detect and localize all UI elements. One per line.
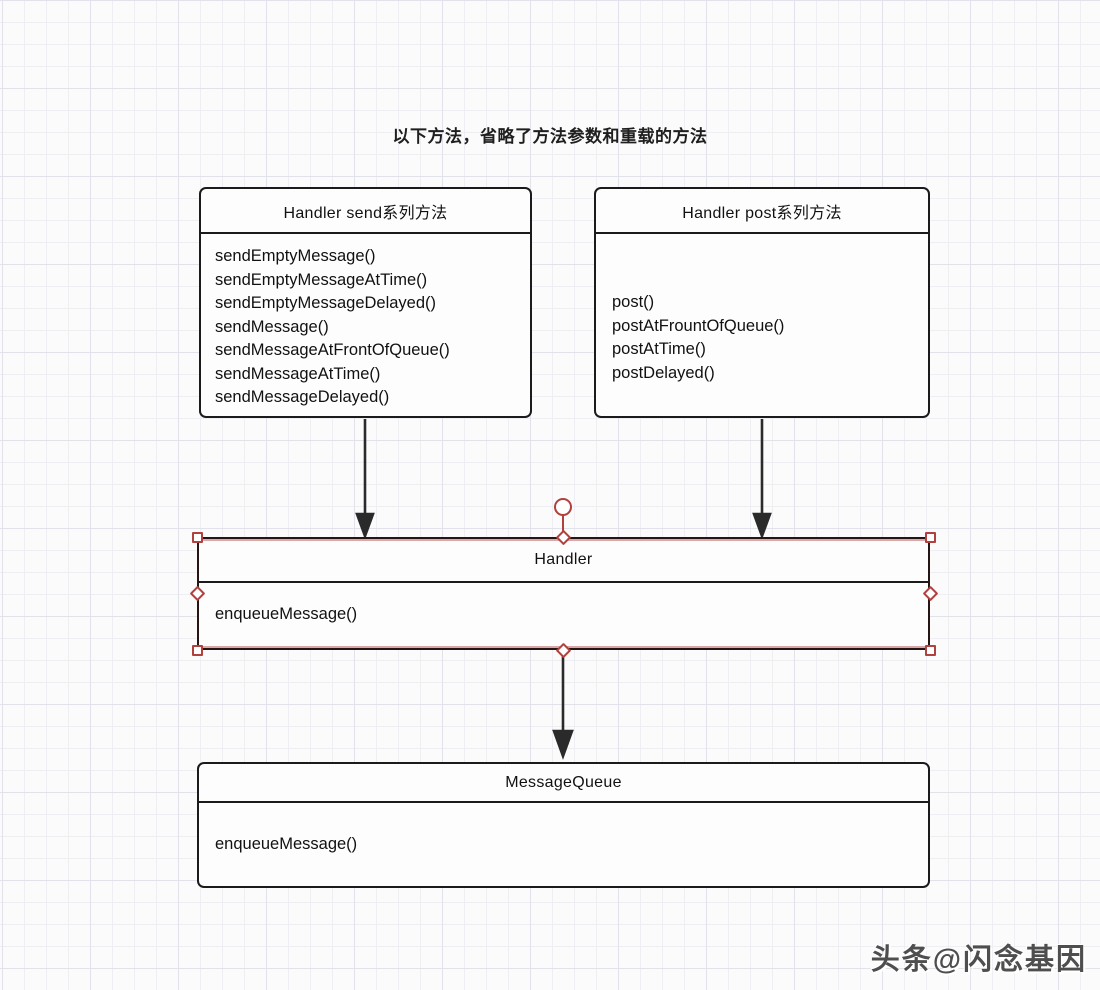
arrow-post-to-handler-head — [752, 512, 772, 540]
arrow-handler-to-queue-head — [552, 729, 574, 760]
selection-handle-bottom-left[interactable] — [191, 644, 203, 656]
message-queue-box-body: enqueueMessage() — [199, 803, 928, 857]
handler-class-box-title: Handler — [199, 539, 928, 583]
method-item: enqueueMessage() — [215, 605, 358, 623]
selection-handle-top-left[interactable] — [191, 531, 203, 543]
post-methods-box-body: post() postAtFrountOfQueue() postAtTime(… — [596, 234, 928, 385]
watermark: 头条@闪念基因 — [870, 944, 1087, 976]
message-queue-box-title: MessageQueue — [199, 764, 928, 803]
rotation-handle-stem — [562, 515, 564, 533]
method-item: postAtFrountOfQueue() — [612, 316, 785, 335]
method-item: sendMessageAtTime() — [215, 364, 381, 383]
post-methods-box-title: Handler post系列方法 — [596, 189, 928, 234]
method-item: post() — [612, 293, 655, 311]
arrow-send-to-handler-head — [355, 512, 375, 540]
handler-class-box[interactable]: Handler enqueueMessage() — [197, 537, 930, 650]
method-item: postAtTime() — [612, 340, 706, 358]
send-methods-box-title: Handler send系列方法 — [201, 189, 530, 234]
method-item: sendMessage() — [215, 317, 329, 336]
selection-handle-bottom-right[interactable] — [924, 644, 936, 656]
handler-class-box-body: enqueueMessage() — [199, 583, 928, 627]
selection-handle-top-right[interactable] — [924, 531, 936, 543]
message-queue-box[interactable]: MessageQueue enqueueMessage() — [197, 762, 930, 888]
send-methods-box-body: sendEmptyMessage() sendEmptyMessageAtTim… — [201, 234, 530, 410]
send-methods-box[interactable]: Handler send系列方法 sendEmptyMessage() send… — [199, 187, 532, 418]
method-item: sendMessageAtFrontOfQueue() — [215, 341, 450, 359]
method-item: sendMessageDelayed() — [215, 388, 390, 406]
method-item: sendEmptyMessageAtTime() — [215, 270, 428, 289]
diagram-note: 以下方法，省略了方法参数和重载的方法 — [392, 127, 708, 146]
method-item: sendEmptyMessage() — [215, 247, 376, 265]
method-item: sendEmptyMessageDelayed() — [215, 294, 437, 312]
method-item: enqueueMessage() — [215, 835, 358, 853]
rotation-handle-icon[interactable] — [554, 498, 572, 516]
post-methods-box[interactable]: Handler post系列方法 post() postAtFrountOfQu… — [594, 187, 930, 418]
method-item: postDelayed() — [612, 363, 715, 382]
